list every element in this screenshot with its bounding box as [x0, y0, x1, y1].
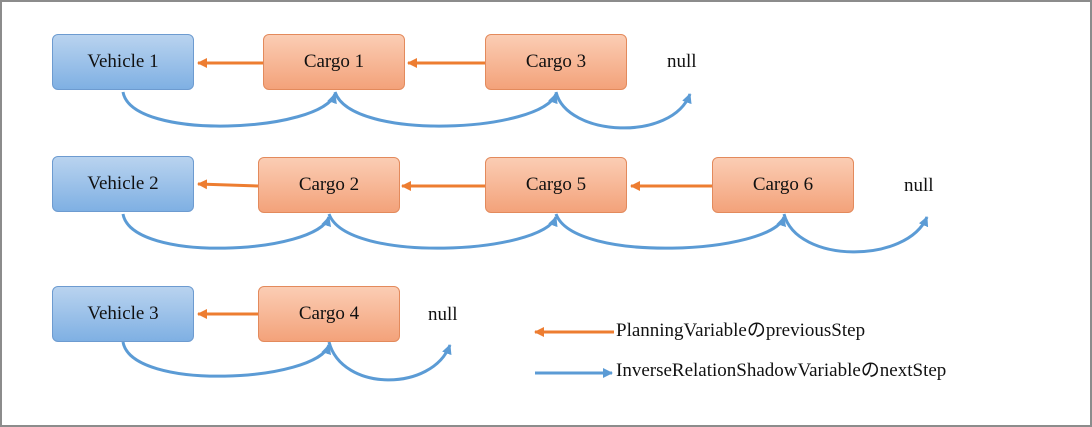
- legend-previous-step-label: PlanningVariableのpreviousStep: [616, 320, 866, 341]
- legend-next-step-label: InverseRelationShadowVariableのnextStep: [616, 360, 947, 381]
- cargo-4-label: Cargo 4: [298, 303, 360, 324]
- vehicle-2-label: Vehicle 2: [87, 173, 159, 194]
- next-arrow-cargo6-null: [782, 213, 929, 254]
- vehicle-1-node: Vehicle 1: [52, 34, 194, 90]
- cargo-3-label: Cargo 3: [525, 51, 587, 72]
- cargo-2-node: Cargo 2: [258, 157, 400, 213]
- vehicle-2-node: Vehicle 2: [52, 156, 194, 212]
- next-arrow-cargo3-null: [554, 91, 692, 130]
- vehicle-1-label: Vehicle 1: [87, 51, 159, 72]
- cargo-5-label: Cargo 5: [525, 174, 587, 195]
- cargo-2-label: Cargo 2: [298, 174, 360, 195]
- cargo-1-node: Cargo 1: [263, 34, 405, 90]
- next-arrow-vehicle2-cargo2: [121, 213, 331, 250]
- vehicle-3-node: Vehicle 3: [52, 286, 194, 342]
- next-arrow-cargo5-cargo6: [554, 213, 786, 250]
- cargo-4-node: Cargo 4: [258, 286, 400, 342]
- cargo-6-label: Cargo 6: [752, 174, 814, 195]
- null-label-row1: null: [667, 51, 697, 72]
- vehicle-3-label: Vehicle 3: [87, 303, 159, 324]
- null-label-row3: null: [428, 304, 458, 325]
- next-arrow-cargo2-cargo5: [327, 213, 558, 250]
- next-arrow-cargo4-null: [327, 341, 452, 382]
- cargo-3-node: Cargo 3: [485, 34, 627, 90]
- next-arrow-vehicle1-cargo1: [121, 91, 337, 128]
- next-arrow-vehicle3-cargo4: [121, 341, 331, 378]
- cargo-1-label: Cargo 1: [303, 51, 365, 72]
- cargo-6-node: Cargo 6: [712, 157, 854, 213]
- next-arrow-cargo1-cargo3: [333, 91, 558, 128]
- cargo-5-node: Cargo 5: [485, 157, 627, 213]
- null-label-row2: null: [904, 175, 934, 196]
- prev-arrow-cargo2-vehicle2: [197, 179, 259, 190]
